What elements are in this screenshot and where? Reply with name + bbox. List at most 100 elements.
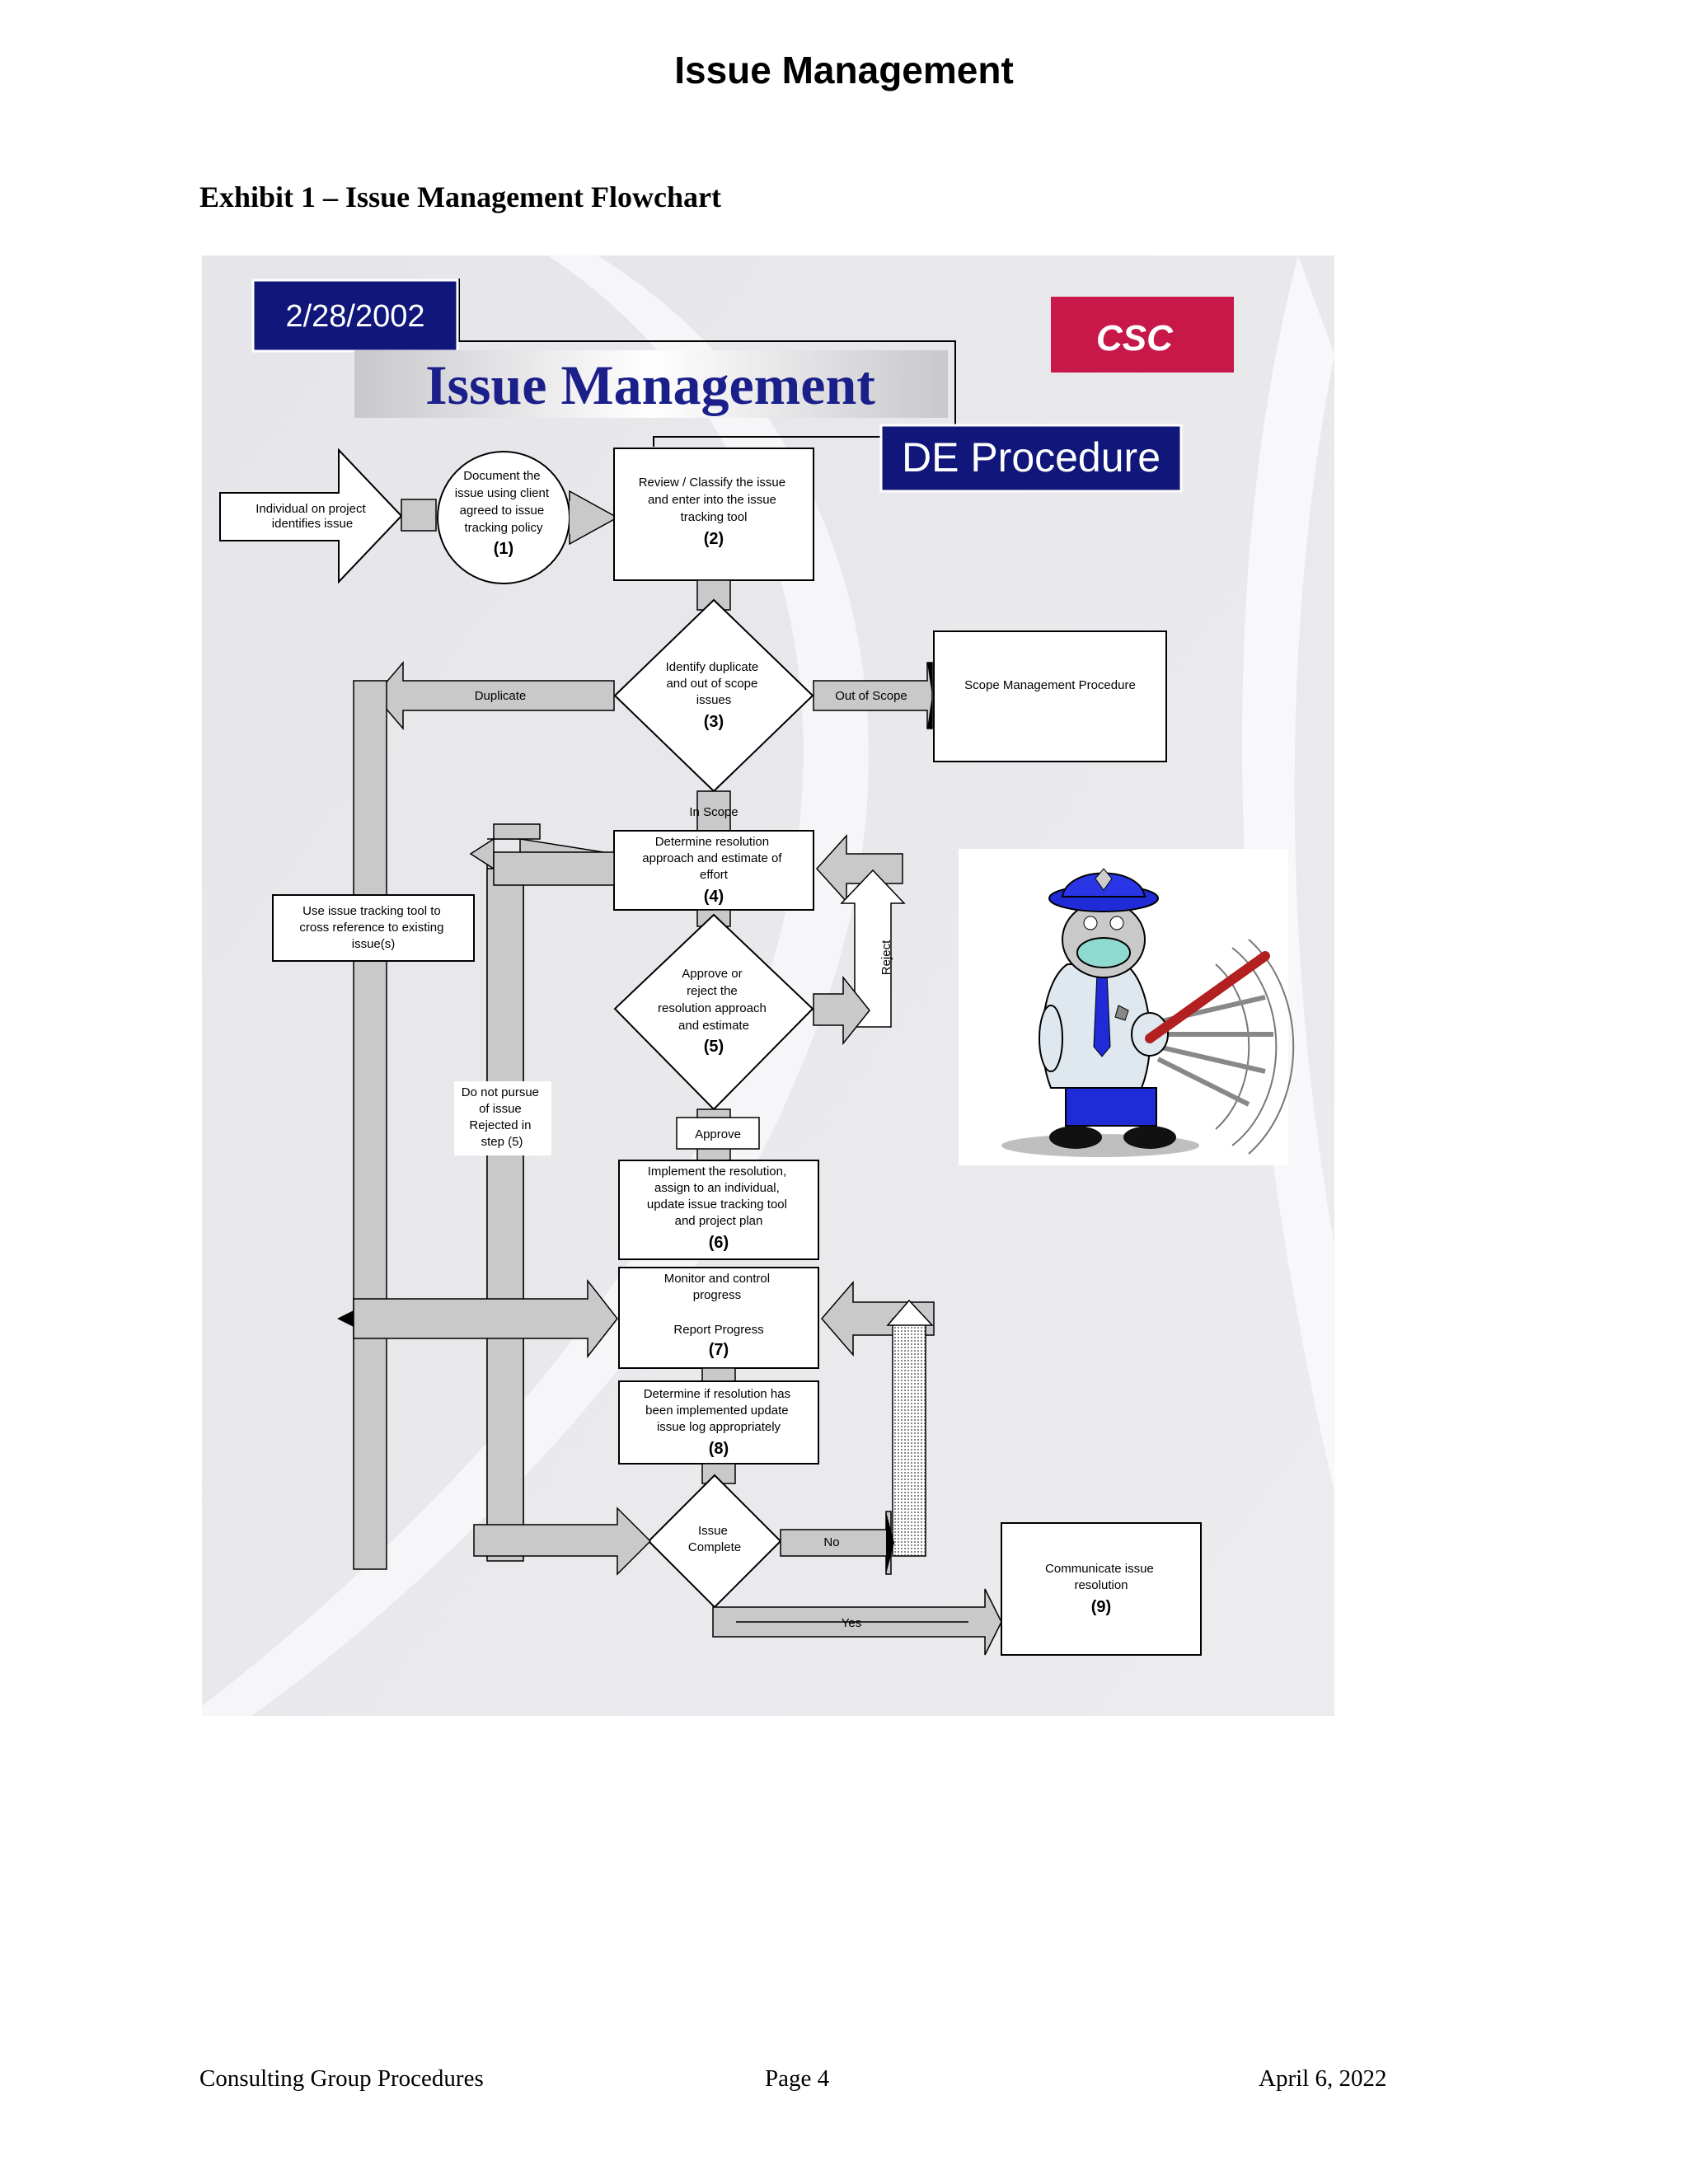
- step9-text: Communicate issue: [1045, 1562, 1154, 1576]
- step7-number: (7): [709, 1341, 729, 1359]
- background-swoosh-2: [1242, 255, 1334, 1492]
- de-procedure-text: DE Procedure: [902, 434, 1160, 480]
- reject-up-arrow: [840, 869, 906, 1028]
- svg-text:Use issue tracking tool to: Use issue tracking tool to cross referen…: [299, 904, 447, 951]
- date-text: 2/28/2002: [285, 299, 424, 334]
- right-loop-bar: [892, 1318, 926, 1557]
- svg-text:Determine if resolution has: Determine if resolution has been impleme…: [644, 1387, 795, 1434]
- step7-text: Report Progress: [673, 1323, 763, 1337]
- header-connector: [458, 279, 956, 447]
- csc-logo: [1051, 297, 1234, 373]
- step1-text: agreed to issue: [460, 504, 545, 518]
- scope-management-box: [933, 630, 1167, 762]
- step8-box: [618, 1380, 819, 1465]
- duplicate-arrow: [374, 660, 615, 731]
- do-not-pursue-text: Rejected in: [469, 1118, 531, 1132]
- step3-number: (3): [704, 713, 724, 731]
- svg-text:Determine resolution appro: Determine resolution approach and estima…: [642, 835, 785, 882]
- step5-text: resolution approach: [658, 1001, 767, 1015]
- connector-bar: [493, 851, 615, 886]
- step9-number: (9): [1091, 1598, 1111, 1616]
- svg-text:Issue Complete: Issue Complete: [688, 1524, 741, 1554]
- step5-to-reject-arrow: [813, 975, 870, 1046]
- left-bar-corner: [337, 1310, 354, 1327]
- step5-text: and estimate: [678, 1019, 749, 1033]
- out-of-scope-arrowhead: [927, 663, 932, 729]
- step5-text: reject the: [687, 984, 738, 998]
- step6-text: assign to an individual,: [654, 1181, 780, 1195]
- left-vertical-bar: [353, 680, 387, 1570]
- step3-text: and out of scope: [666, 677, 757, 691]
- step2-text: Review / Classify the issue: [639, 476, 785, 490]
- connector-bar: [570, 501, 581, 534]
- step9-text: resolution: [1074, 1578, 1128, 1592]
- duplicate-label: Duplicate: [475, 689, 527, 703]
- step6-text: update issue tracking tool: [647, 1197, 787, 1212]
- step2-text: and enter into the issue: [648, 493, 776, 507]
- left-into-step7-arrow: [353, 1278, 618, 1359]
- do-not-pursue-text: of issue: [479, 1102, 522, 1116]
- step8-text: Determine if resolution has: [644, 1387, 790, 1401]
- start-arrow: [219, 448, 403, 584]
- do-not-pursue-text: step (5): [481, 1135, 523, 1149]
- connector-bar: [701, 1367, 736, 1382]
- step5-number: (5): [704, 1038, 724, 1056]
- footer-page-number: Page 4: [765, 2065, 830, 2092]
- step6-text: and project plan: [675, 1214, 763, 1228]
- do-not-pursue-label-box: [454, 1081, 551, 1155]
- start-text: Individual on project: [256, 502, 366, 516]
- flowchart-title: Issue Management: [425, 354, 875, 416]
- no-label: No: [823, 1535, 839, 1549]
- approve-label-box: [676, 1117, 760, 1150]
- step6-box: [618, 1160, 819, 1260]
- reject-into-step4-arrow: [815, 834, 903, 903]
- step4-text: effort: [700, 868, 729, 882]
- step3-text: issues: [696, 693, 732, 707]
- step1-number: (1): [494, 540, 513, 558]
- connector-bar: [401, 499, 437, 532]
- right-loop-arrowhead: [886, 1299, 934, 1326]
- step1-text: tracking policy: [464, 521, 543, 535]
- svg-text:Identify duplicate and out: Identify duplicate and out of scope issu…: [666, 660, 762, 707]
- step8-text: been implemented update: [645, 1404, 788, 1418]
- step3-text: Identify duplicate: [666, 660, 759, 674]
- svg-text:Communicate issue resoluti: Communicate issue resolution: [1045, 1562, 1157, 1592]
- svg-text:Do not pursue of issue: Do not pursue of issue Rejected in step …: [462, 1085, 542, 1149]
- start-text: identifies issue: [272, 517, 353, 531]
- step4-text: Determine resolution: [655, 835, 769, 849]
- step1-text: Document the: [463, 469, 540, 483]
- background-swoosh: [202, 255, 869, 1716]
- step8-text: issue log appropriately: [657, 1420, 781, 1434]
- cross-reference-box: [272, 894, 475, 962]
- step2-text: tracking tool: [681, 510, 748, 524]
- svg-text:Review / Classify the issue: Review / Classify the issue and enter in…: [639, 476, 790, 524]
- connector-bar: [486, 868, 524, 1562]
- footer-date: April 6, 2022: [1259, 2065, 1387, 2092]
- step7-box: [618, 1267, 819, 1369]
- cross-reference-text: issue(s): [352, 937, 396, 951]
- do-not-pursue-text: Do not pursue: [462, 1085, 539, 1099]
- step7-text: Monitor and control: [664, 1272, 770, 1286]
- issue-complete-text: Complete: [688, 1540, 741, 1554]
- svg-text:Individual on project iden: Individual on project identifies issue: [256, 502, 369, 531]
- approve-label: Approve: [695, 1127, 741, 1141]
- issue-complete-text: Issue: [698, 1524, 728, 1538]
- left-into-decision-arrow: [473, 1507, 652, 1576]
- page-title: Issue Management: [674, 49, 1014, 91]
- cross-reference-text: cross reference to existing: [299, 921, 443, 935]
- step4-text: approach and estimate of: [642, 851, 782, 865]
- in-scope-label: In Scope: [689, 805, 738, 819]
- step6-number: (6): [709, 1234, 729, 1252]
- reject-label: Reject: [879, 940, 893, 975]
- svg-text:Approve or reject the: Approve or reject the resolution approac…: [658, 967, 770, 1033]
- svg-text:Implement the resolution,: Implement the resolution, assign to an i…: [647, 1165, 790, 1228]
- out-of-scope-label: Out of Scope: [835, 689, 907, 703]
- step1-text: issue using client: [455, 486, 550, 500]
- step8-number: (8): [709, 1440, 729, 1458]
- step4-number: (4): [704, 888, 724, 906]
- flowchart-figure: 2/28/2002 Issue Management CSC DE Proced…: [202, 255, 1334, 1716]
- title-banner: [354, 350, 948, 418]
- date-badge: [251, 279, 459, 353]
- footer-left: Consulting Group Procedures: [199, 2065, 484, 2092]
- cross-reference-text: Use issue tracking tool to: [302, 904, 441, 918]
